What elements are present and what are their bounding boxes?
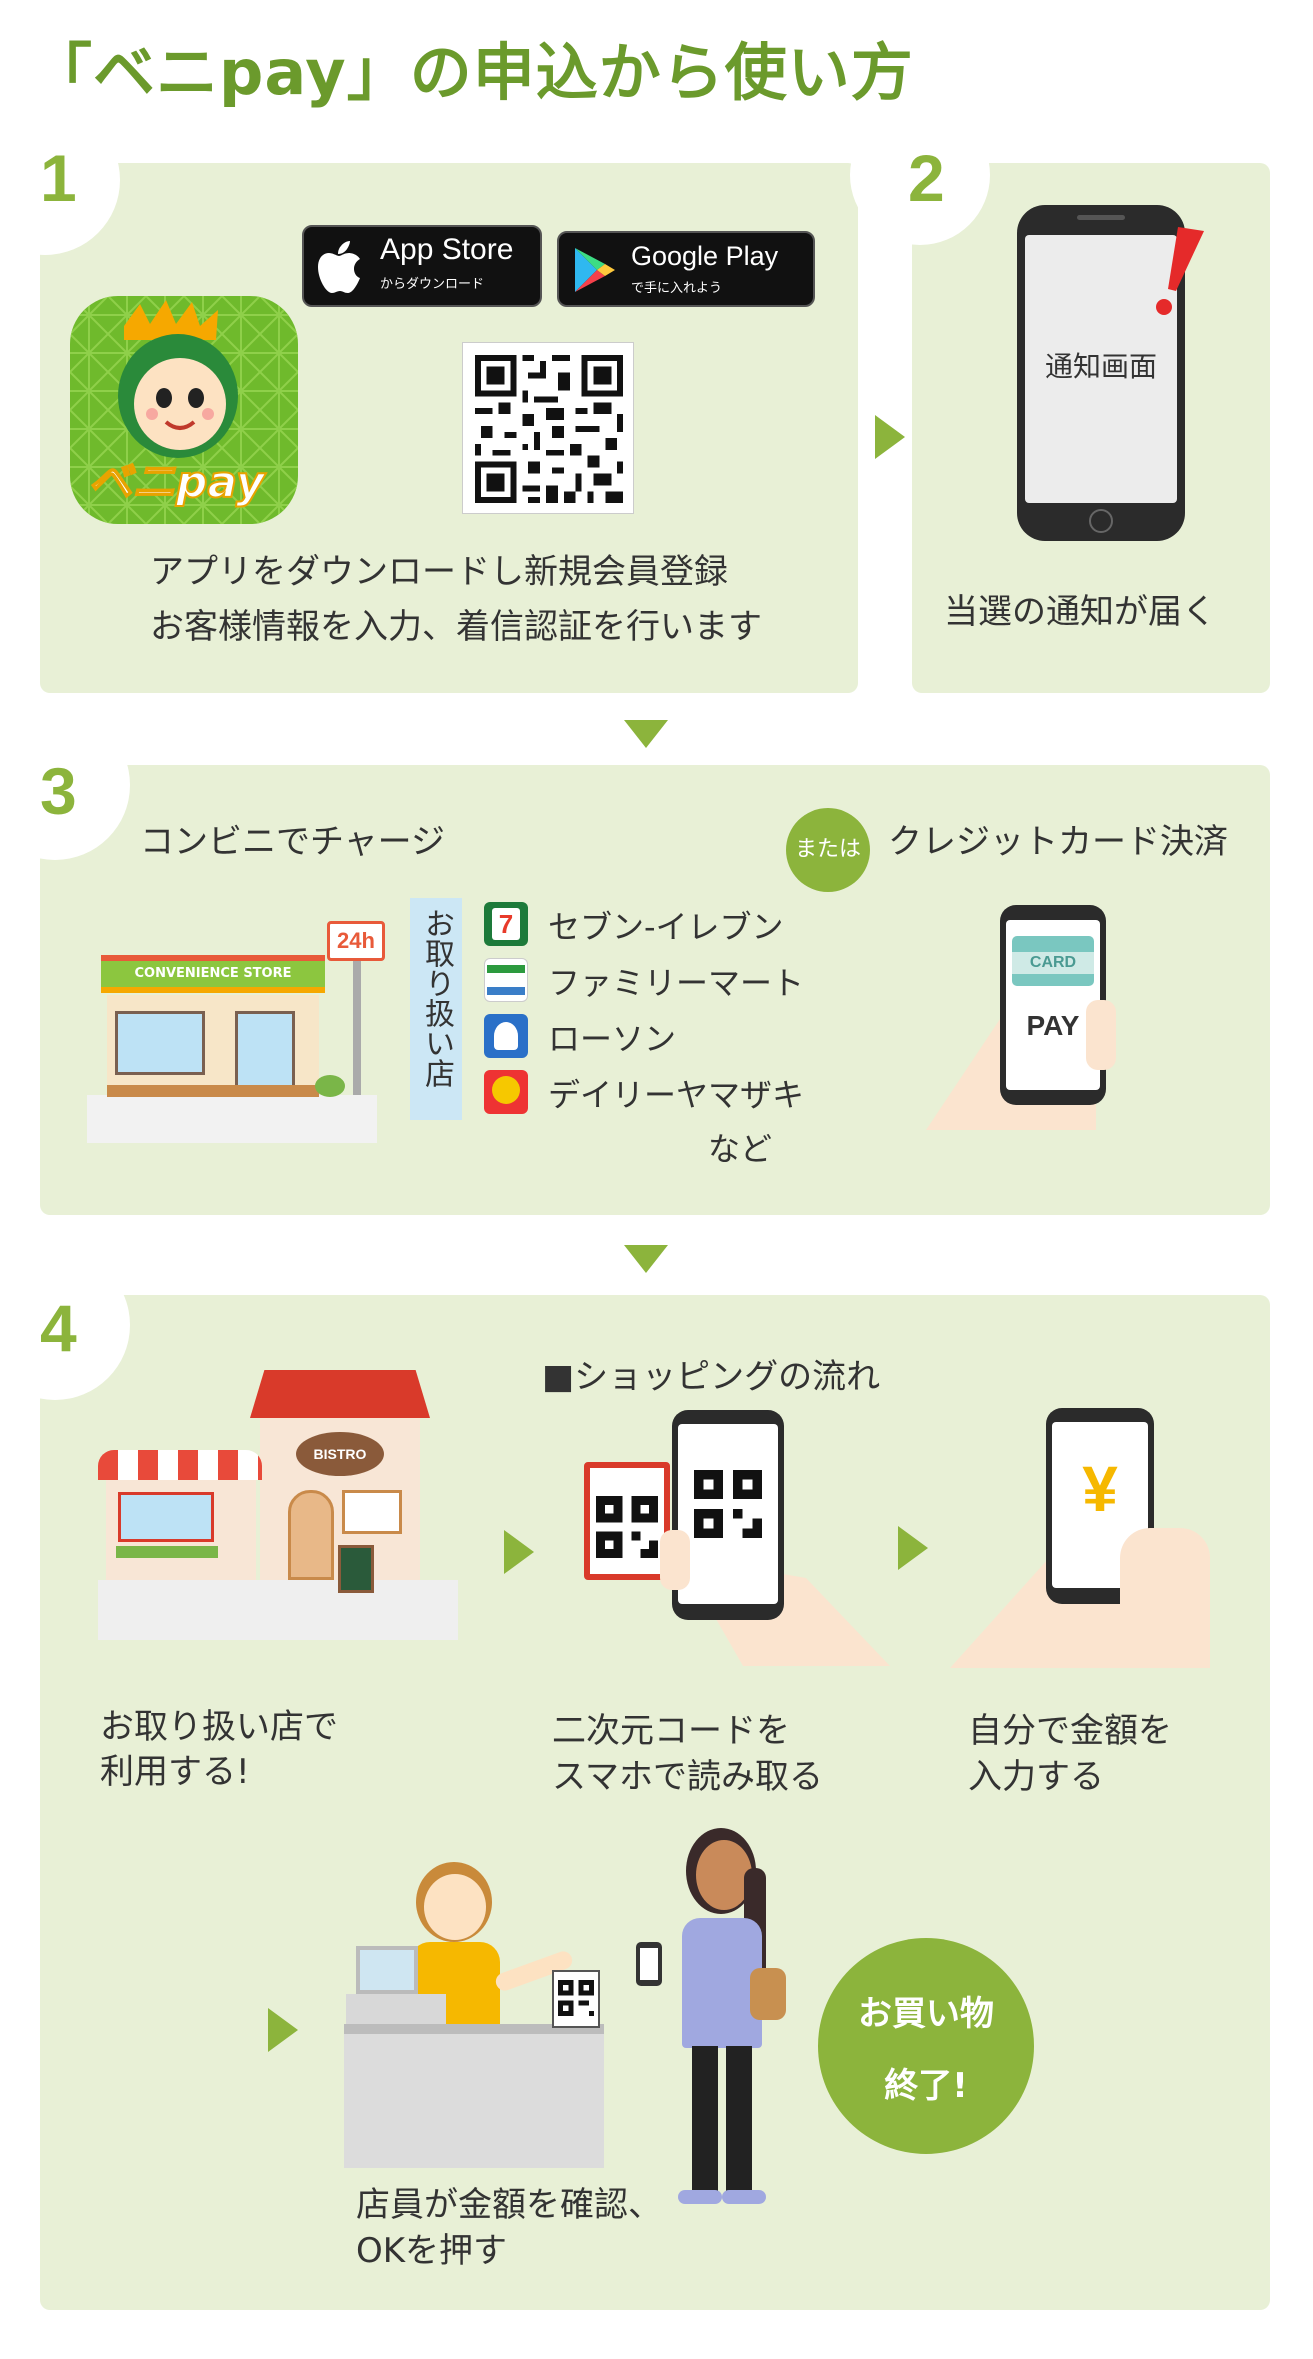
step1-line2: お客様情報を入力、着信認証を行います [150,607,762,647]
store-lawson: ローソン [548,1020,677,1058]
arrow-right-icon [898,1526,928,1570]
step1-line1: アプリをダウンロードし新規会員登録 [150,552,728,592]
step4-caption1-line2: 利用する! [100,1752,250,1792]
seven-eleven-logo-icon: 7 [484,902,528,946]
convenience-store-illustration: CONVENIENCE STORE 24h [85,915,385,1145]
notification-screen-text: 通知画面 [1044,350,1157,383]
appstore-main-label: App Store [380,233,514,266]
stores-vertical-label: お取り扱い店 [410,898,462,1120]
checkout-illustration [344,1828,806,2208]
appstore-sub-label: からダウンロード [380,277,485,292]
googleplay-main-label: Google Play [631,241,779,271]
lawson-logo-icon [484,1014,528,1058]
arrow-right-icon [504,1530,534,1574]
familymart-logo-icon [484,958,528,1002]
page-title: 「ベニpay」の申込から使い方 [30,36,914,109]
step4-caption4-line1: 店員が金額を確認、 [356,2185,662,2225]
step4-number-badge [0,1250,130,1400]
daily-yamazaki-logo-icon [484,1070,528,1114]
step2-number: 2 [908,141,945,215]
app-logo-text: ベニpay [87,456,266,509]
store-familymart: ファミリーマート [548,964,805,1002]
qr-scan-illustration [580,1410,890,1670]
done-line2: 終了! [884,2066,968,2106]
done-line1: お買い物 [858,1994,994,2034]
step2-number-badge [850,105,990,245]
pay-text: PAY [1026,1010,1080,1041]
step4-caption3-line2: 入力する [968,1757,1104,1797]
app-download-qr-code [462,342,634,514]
arrow-right-icon [268,2008,298,2052]
step3-number-badge [0,710,130,860]
app-store-button[interactable]: App Store からダウンロード [302,225,542,307]
bistro-illustration: BISTRO [98,1370,458,1640]
or-badge: または [786,808,870,892]
arrow-right-icon [875,415,905,459]
exclamation-icon [1156,227,1204,315]
store-daily-yamazaki: デイリーヤマザキ [548,1076,805,1114]
card-text: CARD [1012,952,1094,974]
charge-label: コンビニでチャージ [140,822,445,862]
shopping-flow-title: ■ショッピングの流れ [542,1357,881,1397]
googleplay-sub-label: で手に入れよう [631,281,723,296]
step4-caption4-line2: OKを押す [356,2231,508,2271]
arrow-down-icon [624,1245,668,1273]
step4-caption2-line2: スマホで読み取る [552,1757,823,1797]
store-seven-eleven: セブン-イレブン [548,908,784,946]
step4-caption2-line1: 二次元コードを [552,1711,790,1751]
done-badge [818,1938,1034,2154]
step4-caption1-line1: お取り扱い店で [100,1707,338,1747]
step3-number: 3 [40,754,77,828]
google-play-button[interactable]: Google Play で手に入れよう [557,231,815,307]
card-payment-label: クレジットカード決済 [888,822,1228,862]
sign-24h: 24h [327,921,385,961]
step4-caption3-line1: 自分で金額を [968,1711,1172,1751]
arrow-down-icon [624,720,668,748]
store-sign-text: CONVENIENCE STORE [101,961,325,987]
card-payment-illustration: CARD PAY [926,900,1116,1130]
notification-phone: 通知画面 [1017,205,1185,541]
bistro-sign: BISTRO [296,1432,384,1476]
step1-number-badge [0,105,120,255]
google-play-icon [575,248,615,292]
step4-number: 4 [40,1291,77,1365]
apple-icon [318,241,360,293]
qr-code-icon [596,1496,658,1558]
counter-qr-icon [558,1980,594,2016]
qr-code-on-phone-icon [694,1470,762,1538]
step2-caption: 当選の通知が届く [944,592,1216,632]
beni-pay-app-icon: ベニpay [70,296,298,524]
yen-symbol: ¥ [1082,1453,1118,1525]
stores-more: など [708,1130,773,1168]
amount-entry-illustration: ¥ [950,1408,1210,1668]
step1-number: 1 [40,141,77,215]
